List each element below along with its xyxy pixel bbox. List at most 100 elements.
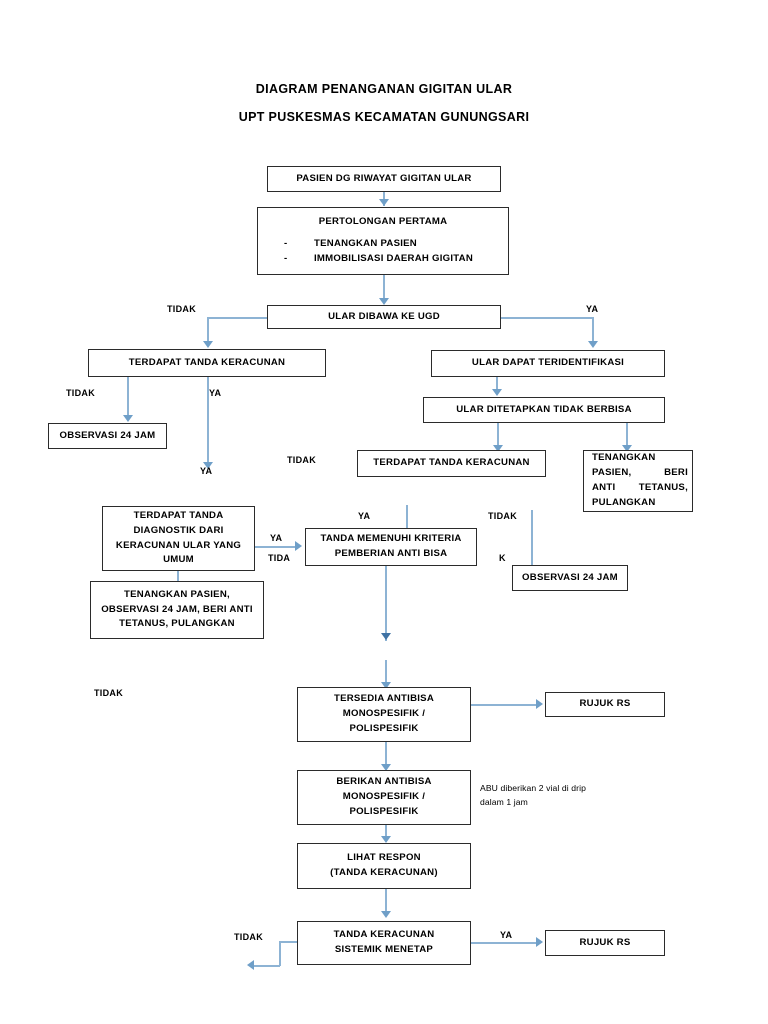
node-label: TERDAPAT TANDA KERACUNAN xyxy=(373,457,530,469)
node-label: PASIEN DG RIWAYAT GIGITAN ULAR xyxy=(296,172,472,184)
edge-label-poisonleft-ya: YA xyxy=(209,388,222,398)
connector-available-to-give xyxy=(385,742,387,767)
node-label-line-4: PULANGKAN xyxy=(592,496,656,508)
node-tersedia-antibisa[interactable]: TERSEDIA ANTIBISA MONOSPESIFIK / POLISPE… xyxy=(297,687,471,742)
node-label-line-3: POLISPESIFIK xyxy=(349,805,419,817)
arrowhead-nonvenom-to-poisonmid xyxy=(493,445,503,452)
edge-label-criteria-tidak: TIDAK xyxy=(488,511,517,521)
connector-nonvenom-to-calm xyxy=(626,423,628,447)
edge-label-diagnostic-ya: YA xyxy=(270,533,283,543)
node-ular-ditetapkan-tidak-berbisa[interactable]: ULAR DITETAPKAN TIDAK BERBISA xyxy=(423,397,665,423)
first-aid-item-1: - TENANGKAN PASIEN xyxy=(262,237,504,252)
connector-diagnostic-to-criteria xyxy=(255,546,297,548)
arrowhead-available-to-refer-top xyxy=(536,699,543,709)
node-lihat-respon[interactable]: LIHAT RESPON (TANDA KERACUNAN) xyxy=(297,843,471,889)
node-label: RUJUK RS xyxy=(579,698,631,710)
node-tenangkan-observasi-tetanus[interactable]: TENANGKAN PASIEN, OBSERVASI 24 JAM, BERI… xyxy=(90,581,264,639)
node-label-line-1: TANDA KERACUNAN xyxy=(333,929,435,941)
arrowhead-criteria-down-long xyxy=(381,633,391,640)
node-ular-dapat-teridentifikasi[interactable]: ULAR DAPAT TERIDENTIFIKASI xyxy=(431,350,665,377)
arrowhead-response-to-systemic xyxy=(381,911,391,918)
first-aid-item-label: IMMOBILISASI DAERAH GIGITAN xyxy=(314,252,474,264)
node-terdapat-tanda-keracunan-left[interactable]: TERDAPAT TANDA KERACUNAN xyxy=(88,349,326,377)
connector-poisonleft-yes xyxy=(207,377,209,465)
node-label: RUJUK RS xyxy=(579,936,631,948)
connector-poisonleft-no xyxy=(127,377,129,417)
node-observasi-24-jam-right[interactable]: OBSERVASI 24 JAM xyxy=(512,565,628,591)
node-label-line-1: TERDAPAT TANDA xyxy=(133,509,224,521)
bullet-dash: - xyxy=(284,238,288,250)
connector-identified-to-nonvenom xyxy=(496,377,498,391)
edge-label-ugd-ya: YA xyxy=(586,304,599,314)
edge-label-systemic-ya: YA xyxy=(500,930,513,940)
first-aid-item-2: - IMMOBILISASI DAERAH GIGITAN xyxy=(262,252,504,267)
connector-criteria-down-to-available xyxy=(385,660,387,686)
edge-label-poisonleft-ya-end: YA xyxy=(200,466,213,476)
connector-nonvenom-to-poisonmid xyxy=(497,423,499,447)
node-label: ULAR DAPAT TERIDENTIFIKASI xyxy=(471,357,625,369)
node-label-line-2: MONOSPESIFIK / xyxy=(342,791,426,803)
node-terdapat-tanda-keracunan-mid[interactable]: TERDAPAT TANDA KERACUNAN xyxy=(357,450,546,477)
node-label-line-2: PEMBERIAN ANTI BISA xyxy=(334,548,448,559)
arrowhead-diagnostic-to-criteria xyxy=(295,541,302,551)
connector-available-to-refer-top xyxy=(471,704,538,706)
arrowhead-available-to-give xyxy=(381,764,391,771)
arrowhead-systemic-yes xyxy=(536,937,543,947)
page-title-line-2: UPT PUSKESMAS KECAMATAN GUNUNGSARI xyxy=(238,110,530,124)
node-label-line-1: TENANGKAN xyxy=(592,452,656,464)
node-label-line-2: SISTEMIK MENETAP xyxy=(334,944,434,955)
node-label-line-1: TANDA MEMENUHI KRITERIA xyxy=(320,533,462,545)
node-berikan-antibisa[interactable]: BERIKAN ANTIBISA MONOSPESIFIK / POLISPES… xyxy=(297,770,471,825)
connector-response-to-systemic xyxy=(385,889,387,914)
node-label: TERDAPAT TANDA KERACUNAN xyxy=(128,356,286,368)
node-label-line-3: ANTI TETANUS, xyxy=(592,482,688,493)
node-label-line-2: (TANDA KERACUNAN) xyxy=(330,867,438,878)
node-tanda-memenuhi-kriteria[interactable]: TANDA MEMENUHI KRITERIA PEMBERIAN ANTI B… xyxy=(305,528,477,566)
node-label-line-3: TETANUS, PULANGKAN xyxy=(119,618,235,630)
node-label-line-1: LIHAT RESPON xyxy=(347,852,421,864)
node-label-line-2: MONOSPESIFIK / xyxy=(342,708,426,720)
node-label-line-1: BERIKAN ANTIBISA xyxy=(336,776,432,788)
arrowhead-firstaid-to-ugd xyxy=(379,298,389,305)
connector-ugd-no-vertical xyxy=(207,317,209,343)
arrowhead-ugd-yes xyxy=(588,341,598,348)
arrowhead-nonvenom-to-calm xyxy=(622,445,632,452)
arrowhead-identified-to-nonvenom xyxy=(492,389,502,396)
connector-systemic-no-top xyxy=(279,941,298,943)
page-title-line-1: DIAGRAM PENANGANAN GIGITAN ULAR xyxy=(255,82,513,96)
node-label-line-1: TENANGKAN PASIEN, xyxy=(124,588,230,600)
connector-ugd-yes-horizontal xyxy=(501,317,594,319)
edge-label-criteria-ya: YA xyxy=(358,511,371,521)
edge-label-ugd-tidak: TIDAK xyxy=(167,304,196,314)
node-label: OBSERVASI 24 JAM xyxy=(59,429,156,441)
node-label-line-4: UMUM xyxy=(163,554,194,566)
node-observasi-24-jam-left[interactable]: OBSERVASI 24 JAM xyxy=(48,423,167,449)
edge-label-criteria-k: K xyxy=(499,553,506,563)
arrowhead-systemic-no xyxy=(247,960,254,970)
node-label-line-3: POLISPESIFIK xyxy=(349,722,419,734)
node-tanda-keracunan-sistemik-menetap[interactable]: TANDA KERACUNAN SISTEMIK MENETAP xyxy=(297,921,471,965)
edge-label-diagnostic-tida: TIDA xyxy=(268,553,291,563)
edge-label-poisonleft-tidak: TIDAK xyxy=(66,388,95,398)
connector-systemic-yes xyxy=(471,942,538,944)
node-pertolongan-pertama[interactable]: PERTOLONGAN PERTAMA - TENANGKAN PASIEN -… xyxy=(257,207,509,275)
node-pasien-riwayat-gigitan[interactable]: PASIEN DG RIWAYAT GIGITAN ULAR xyxy=(267,166,501,192)
connector-ugd-yes-vertical xyxy=(592,317,594,343)
node-label-line-2: PASIEN, BERI xyxy=(592,467,688,479)
connector-criteria-down-long xyxy=(385,566,387,641)
node-ular-dibawa-ke-ugd[interactable]: ULAR DIBAWA KE UGD xyxy=(267,305,501,329)
node-label-line-3: KERACUNAN ULAR YANG xyxy=(115,539,242,551)
edge-label-nonvenom-tidak: TIDAK xyxy=(287,455,316,465)
node-rujuk-rs-bottom[interactable]: RUJUK RS xyxy=(545,930,665,956)
node-label: ULAR DIBAWA KE UGD xyxy=(328,310,440,322)
connector-ya-into-criteria xyxy=(406,505,408,540)
node-terdapat-tanda-diagnostik[interactable]: TERDAPAT TANDA DIAGNOSTIK DARI KERACUNAN… xyxy=(102,506,255,571)
connector-systemic-no-bottom xyxy=(254,965,280,967)
arrowhead-give-to-response xyxy=(381,836,391,843)
edge-label-systemic-tidak: TIDAK xyxy=(234,932,263,942)
node-tenangkan-pasien-anti-tetanus[interactable]: TENANGKAN PASIEN, BERI ANTI TETANUS, PUL… xyxy=(583,450,693,512)
node-rujuk-rs-top[interactable]: RUJUK RS xyxy=(545,692,665,717)
connector-firstaid-to-ugd xyxy=(383,275,385,302)
node-label-line-2: OBSERVASI 24 JAM, BERI ANTI xyxy=(101,603,253,615)
